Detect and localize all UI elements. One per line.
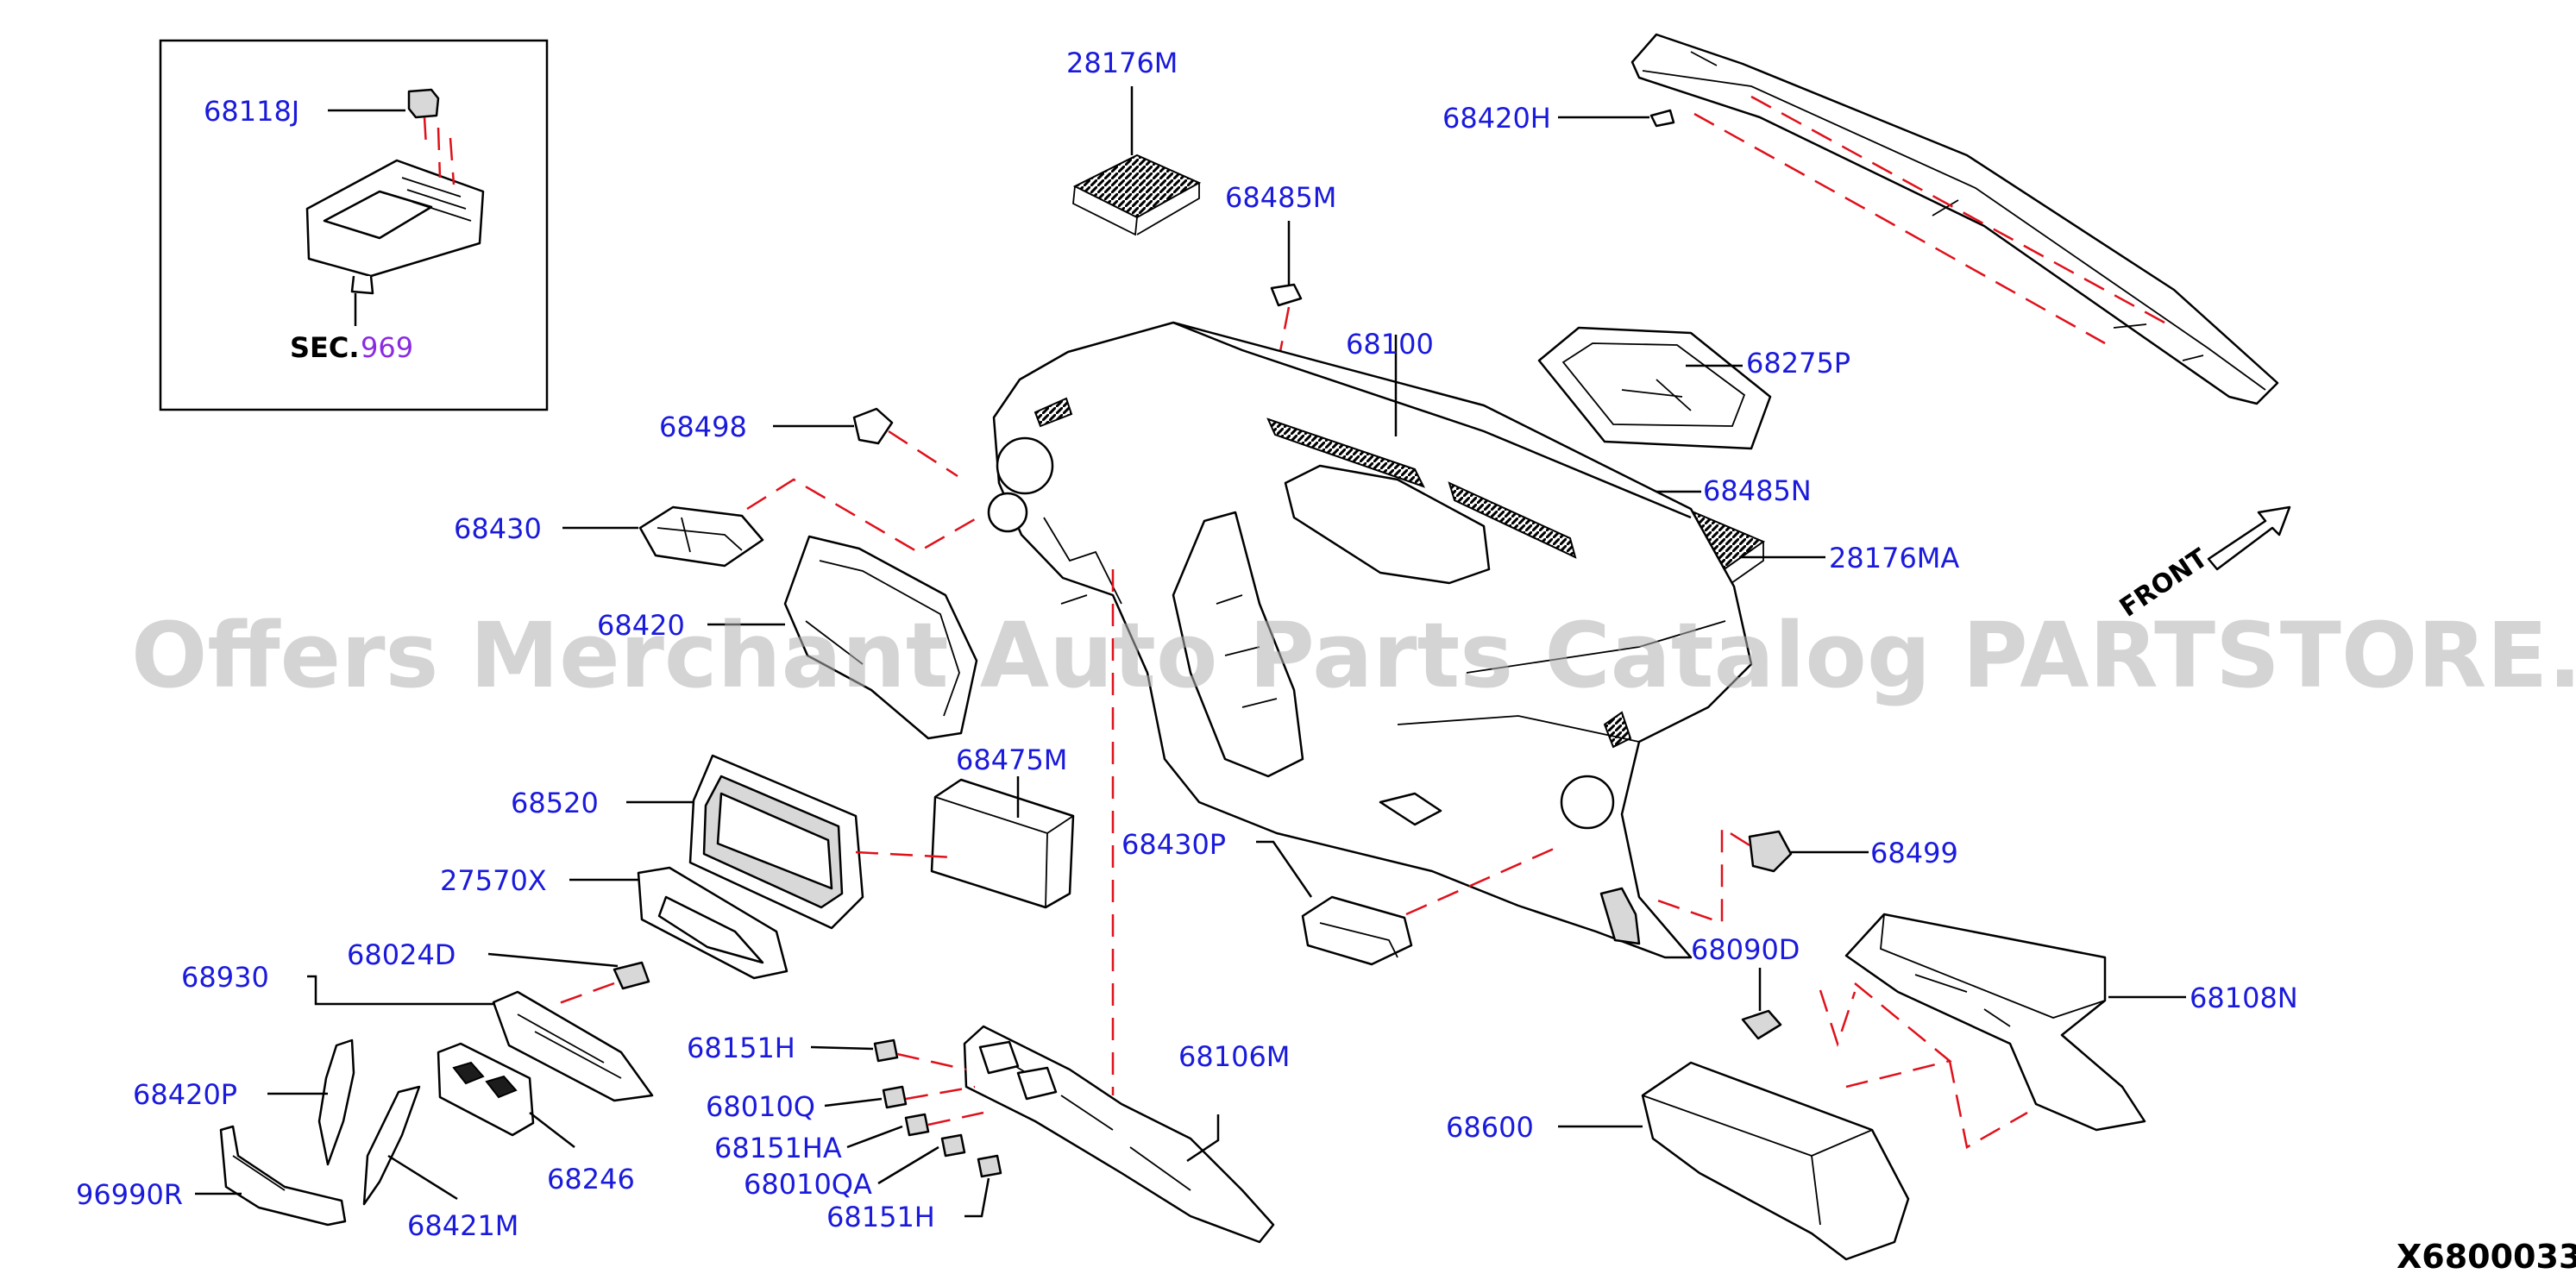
callout-68930: 68930 xyxy=(181,961,269,994)
callout-28176MA: 28176MA xyxy=(1829,542,1959,574)
callout-68010Q: 68010Q xyxy=(706,1090,815,1123)
callout-68106M: 68106M xyxy=(1178,1040,1290,1073)
callout-68024D: 68024D xyxy=(347,938,456,971)
callout-68090D: 68090D xyxy=(1691,933,1800,966)
callout-68275P: 68275P xyxy=(1746,347,1850,380)
callout-68499: 68499 xyxy=(1870,837,1958,869)
callout-68430P: 68430P xyxy=(1122,828,1226,861)
part-console-cup-holder xyxy=(305,159,485,295)
callout-68151HA: 68151HA xyxy=(714,1132,842,1164)
part-28176M-grille xyxy=(1072,86,1202,236)
callout-68118J: 68118J xyxy=(204,95,299,128)
watermark-text: Offers Merchant Auto Parts Catalog PARTS… xyxy=(131,603,2576,708)
sec-prefix: SEC. xyxy=(290,331,360,364)
part-68930-switch-panel xyxy=(307,975,654,1102)
callout-68100: 68100 xyxy=(1346,328,1434,361)
part-68106M-lower-cover xyxy=(963,1025,1275,1244)
part-68430-bracket xyxy=(562,478,976,568)
callout-68420H: 68420H xyxy=(1442,102,1551,135)
inset-frame xyxy=(159,39,549,411)
callout-68498: 68498 xyxy=(659,411,747,443)
callout-28176M: 28176M xyxy=(1066,47,1178,79)
part-68118J-clip xyxy=(407,88,440,119)
part-68520-display-bezel xyxy=(626,754,955,930)
part-68475M-module xyxy=(930,776,1075,909)
callout-68151H-b: 68151H xyxy=(826,1201,935,1233)
part-68420P-trim xyxy=(267,1038,355,1166)
callout-27570X: 27570X xyxy=(440,864,547,897)
callout-96990R: 96990R xyxy=(76,1178,183,1211)
part-68275P-cover xyxy=(1537,326,1772,450)
part-27570X-control-frame xyxy=(569,866,789,980)
part-68246-switch xyxy=(437,1042,575,1148)
part-68499-knob xyxy=(1647,825,1869,925)
part-68421M-trim xyxy=(362,1085,458,1206)
part-68100-dashboard xyxy=(987,321,1753,1095)
callout-68108N: 68108N xyxy=(2190,982,2298,1014)
part-68090D-screw xyxy=(1741,968,1782,1040)
callout-68420: 68420 xyxy=(597,609,685,642)
callout-68430: 68430 xyxy=(454,512,542,545)
part-crossmember-reinforcement xyxy=(1558,33,2279,405)
callout-68420P: 68420P xyxy=(133,1078,237,1111)
inset-panel: 68118J SEC. 969 xyxy=(159,39,549,411)
callout-68010QA: 68010QA xyxy=(744,1168,872,1201)
callout-68151H-a: 68151H xyxy=(687,1032,795,1064)
part-68430P-bracket xyxy=(1256,840,1562,966)
part-68420-cluster-hood xyxy=(707,535,978,740)
part-68498-vent-ring xyxy=(773,407,958,478)
callout-68421M: 68421M xyxy=(407,1209,518,1242)
diagram-reference: X6800033 xyxy=(2397,1238,2576,1276)
callout-68485M: 68485M xyxy=(1225,181,1336,214)
callout-68600: 68600 xyxy=(1446,1111,1534,1144)
part-68600-glovebox xyxy=(1558,1061,1910,1261)
sec-number: 969 xyxy=(361,331,413,364)
part-96990R-bracket xyxy=(195,1125,347,1227)
part-68108N-glovebox-lid xyxy=(1819,913,2186,1149)
part-68024D-screw xyxy=(487,952,650,1007)
front-arrow-icon xyxy=(2207,505,2291,571)
callout-68246: 68246 xyxy=(547,1163,635,1195)
callout-68475M: 68475M xyxy=(956,744,1067,776)
callout-68485N: 68485N xyxy=(1703,474,1812,507)
callout-68520: 68520 xyxy=(511,787,599,819)
part-clips-group xyxy=(810,1038,1002,1218)
